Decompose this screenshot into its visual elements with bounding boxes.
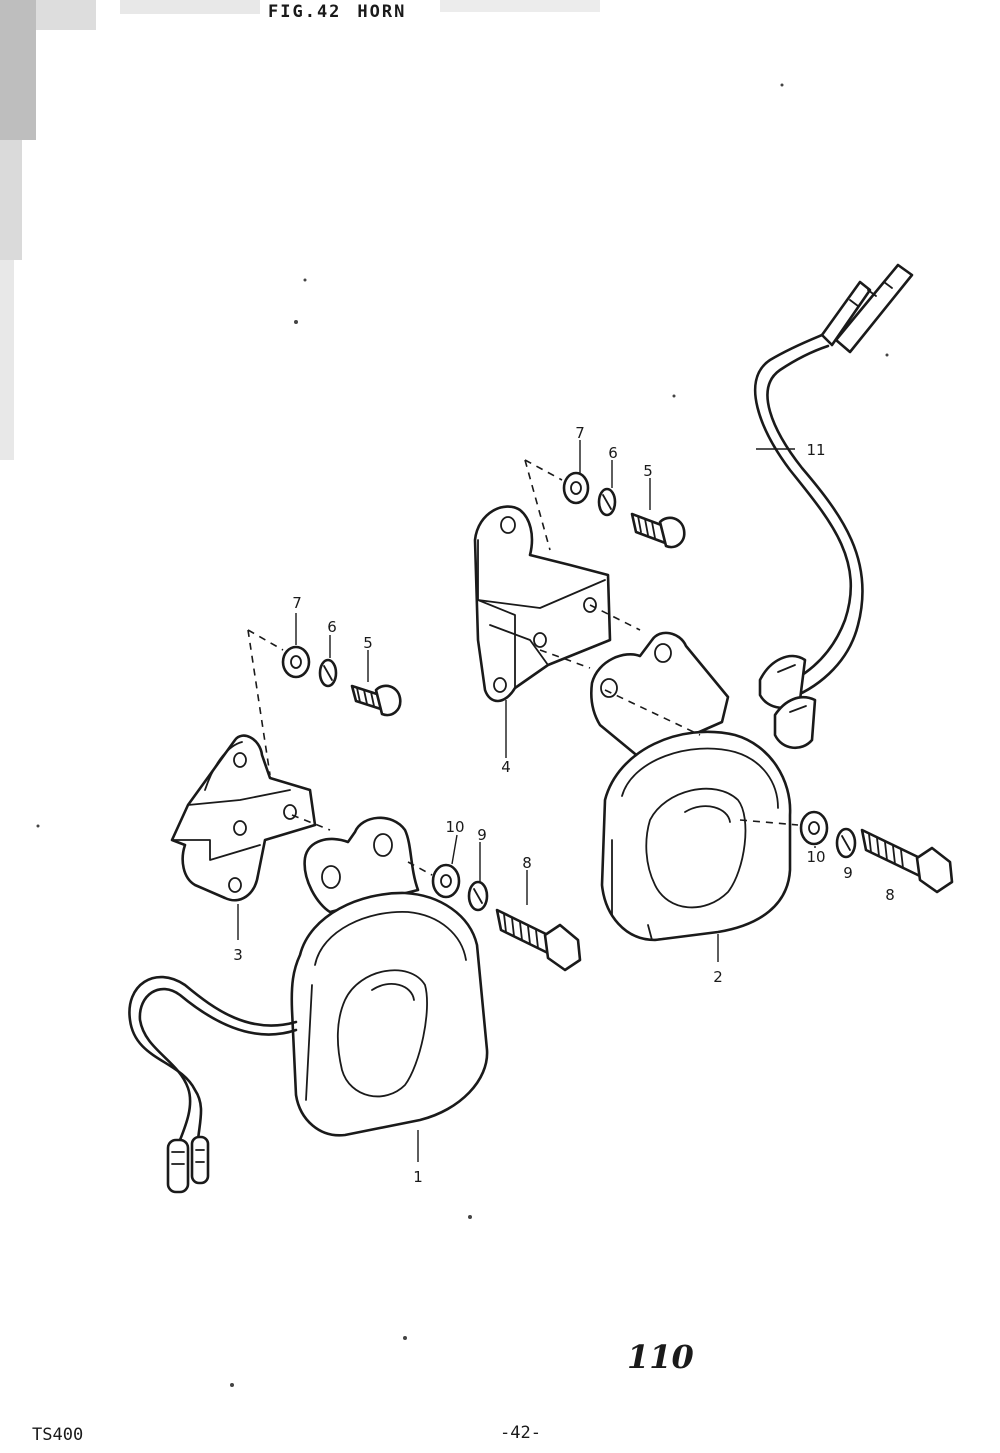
figure-number: FIG.42 <box>268 2 342 22</box>
callout-10-right: 10 <box>806 848 825 866</box>
callout-3: 3 <box>233 946 243 964</box>
callout-labels: 1 2 3 4 5 6 7 8 9 10 5 6 7 8 9 10 11 <box>233 424 895 1186</box>
assembly-lines <box>247 459 799 876</box>
callout-4: 4 <box>501 758 511 776</box>
model-label: TS400 <box>32 1425 84 1445</box>
callout-1: 1 <box>413 1168 423 1186</box>
callout-9-right: 9 <box>843 864 853 882</box>
horn-1 <box>128 816 489 1194</box>
page-number: 110 <box>627 1338 694 1376</box>
callout-6-right: 6 <box>608 444 618 462</box>
figure-title: FIG.42 HORN <box>268 2 422 22</box>
scan-noise <box>0 0 889 1387</box>
callout-2: 2 <box>713 968 723 986</box>
callout-6-left: 6 <box>327 618 337 636</box>
callout-11: 11 <box>806 441 825 459</box>
bracket-3 <box>170 734 317 902</box>
callout-10-left: 10 <box>445 818 464 836</box>
leader-lines <box>237 440 816 1162</box>
lead-wire-11 <box>753 263 914 749</box>
callout-9-left: 9 <box>477 826 487 844</box>
bracket-4 <box>473 505 612 703</box>
callout-7-right: 7 <box>575 424 585 442</box>
hardware-right <box>562 471 954 894</box>
figure-name: HORN <box>357 2 407 22</box>
hardware-left <box>281 645 582 972</box>
sheet-number: -42- <box>500 1423 541 1443</box>
callout-5-left: 5 <box>363 634 373 652</box>
callout-5-right: 5 <box>643 462 653 480</box>
callout-8-right: 8 <box>885 886 895 904</box>
callout-7-left: 7 <box>292 594 302 612</box>
callout-8-left: 8 <box>522 854 532 872</box>
horn-2 <box>589 631 792 942</box>
